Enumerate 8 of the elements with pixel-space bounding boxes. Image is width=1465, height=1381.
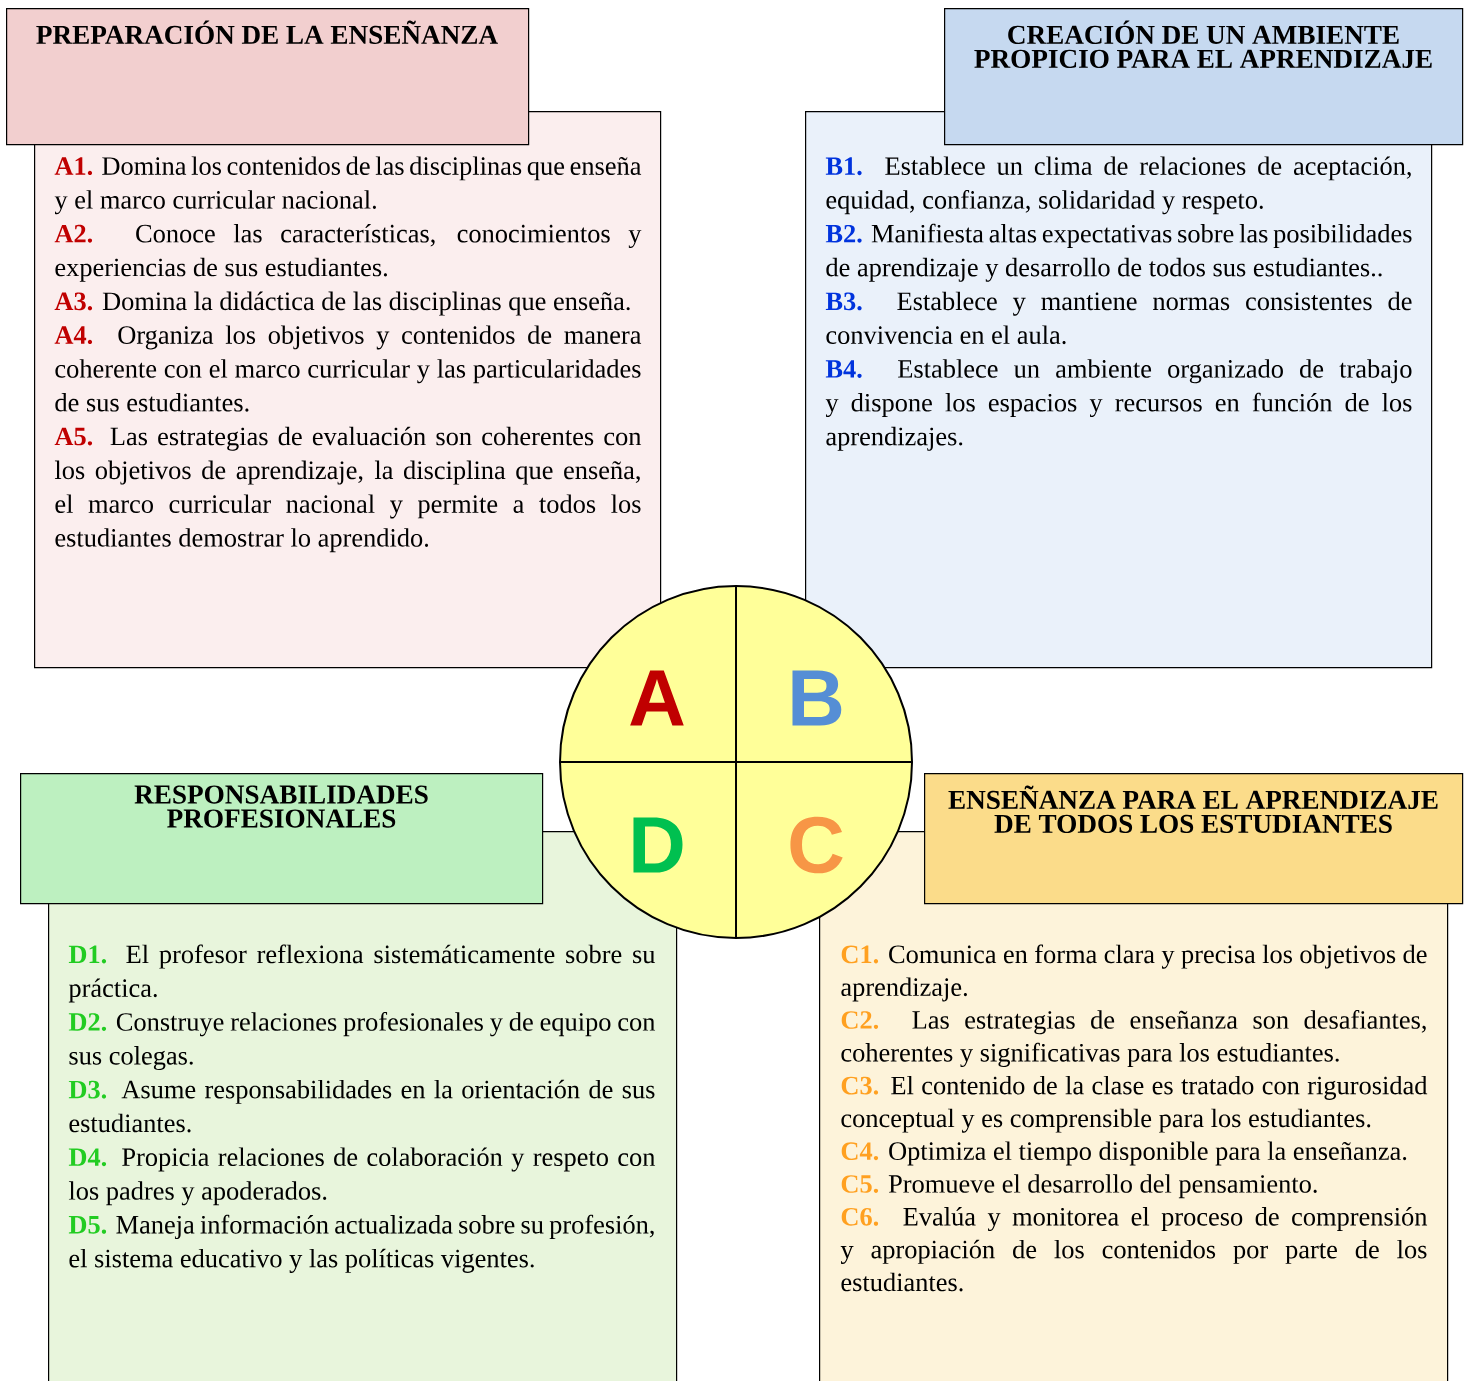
criteria-box: B1. Establece un clima de relaciones de aceptación, equidad, confianza, solidaridad y respeto. B2. Manifiesta altas expectativas sobre las posibilidades de aprendizaje y desarrollo de todos sus estudiantes.. B3. Establece y mantiene normas consistentes de convivencia en el aula. B4. Establece un ambiente organizado de trabajo y dispone los espacios y recursos en función de los aprendizajes. — [805, 111, 1433, 669]
criteria-box: A1. Domina los contenidos de las disciplinas que enseña y el marco curricular nacional. A2. Conoce las características, conocimientos y experiencias de sus estudiantes. A3. Domina la didáctica de las disciplinas que enseña. A4. Organiza los objetivos y contenidos de manera coherente con el marco curricular y las particularidades de sus estudiantes. A5. Las estrategias de evaluación son coherentes con los objetivos de aprendizaje, la disciplina que enseña, el marco curricular nacional y permite a todos los estudiantes demostrar lo aprendido. — [34, 111, 662, 669]
header-box: CREACIÓN DE UN AMBIENTE PROPICIO PARA EL APRENDIZAJE — [944, 8, 1464, 146]
header-box: ENSEÑANZA PARA EL APRENDIZAJE DE TODOS LOS ESTUDIANTES — [924, 773, 1464, 905]
quadrant-letter: A — [630, 670, 684, 726]
quadrant-letter: B — [792, 670, 842, 726]
header-box: PREPARACIÓN DE LA ENSEÑANZA — [6, 8, 530, 146]
header-box: RESPONSABILIDADES PROFESIONALES — [20, 773, 544, 905]
